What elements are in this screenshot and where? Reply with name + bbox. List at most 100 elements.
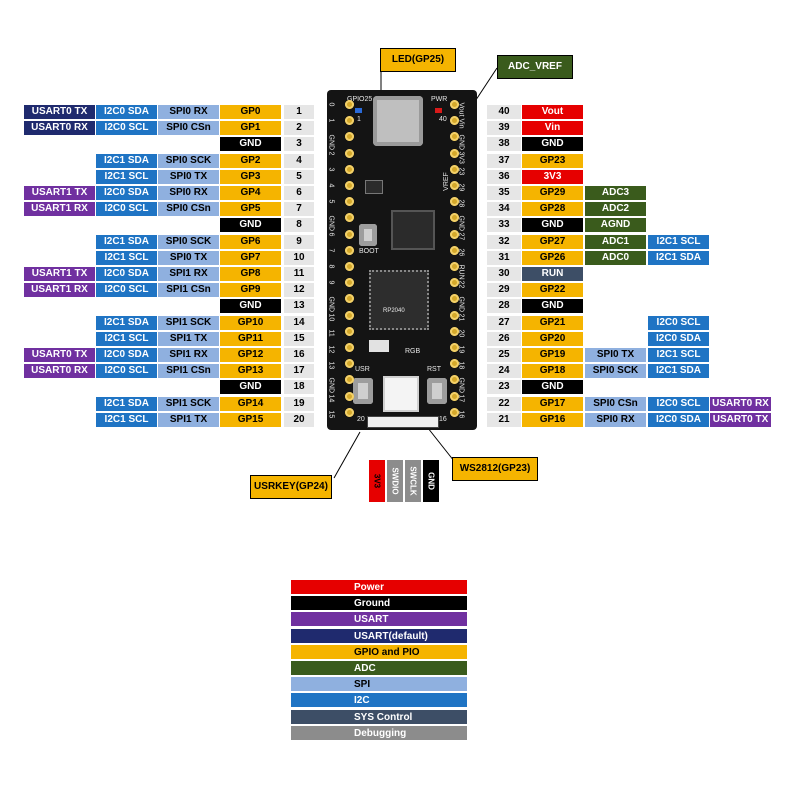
i2c-label: I2C1 SCL: [96, 250, 158, 265]
right-pin-silk: 3V3: [457, 151, 465, 164]
pin-number: 28: [487, 299, 521, 314]
spi-label: SPI1 TX: [158, 331, 220, 346]
pin-main-label: Vout: [522, 105, 584, 119]
left-pin-pad: [345, 100, 354, 109]
pin-number: 34: [487, 202, 521, 217]
pin-main-label: GP17: [522, 396, 584, 411]
right-pin-silk: GND: [457, 296, 465, 313]
pin-number: 31: [487, 250, 521, 265]
pin-main-label: RUN: [522, 267, 584, 281]
i2c-label: I2C0 SCL: [96, 283, 158, 298]
gpio-label: GP3: [220, 169, 282, 184]
right-pin-silk: GND: [457, 377, 465, 394]
rgb-silk: RGB: [405, 348, 421, 355]
pin-main-label: GND: [522, 299, 584, 314]
pin-main-label: GND: [522, 380, 584, 395]
gnd-pin-label: GND: [220, 299, 282, 314]
pin-alt-label: ADC3: [585, 186, 647, 200]
right-pin-pad: [450, 375, 459, 385]
led-gp25: [355, 108, 362, 113]
pin-number: 25: [487, 348, 521, 362]
gnd-pin-label: GND: [220, 218, 282, 233]
pin-number: 5: [284, 169, 314, 184]
gpio-label: GP14: [220, 396, 282, 411]
gnd-pin-label: GND: [220, 137, 282, 152]
legend-label: SPI: [354, 679, 371, 691]
right-pin-pad: [450, 310, 459, 320]
left-pin-pad: [345, 310, 354, 320]
pin-number: 3: [284, 137, 314, 152]
gpio-label: GP2: [220, 153, 282, 168]
rst-button[interactable]: [427, 378, 447, 404]
spi-label: SPI1 RX: [158, 267, 220, 281]
debug-header-pads: [367, 416, 439, 428]
debug-header-pin-label: GND: [426, 472, 436, 490]
right-pin-silk: Vin: [457, 118, 465, 129]
right-pin-pad: [450, 164, 459, 174]
usb-c-connector: [373, 96, 423, 146]
pin-number: 2: [284, 121, 314, 136]
pin-number: 29: [487, 283, 521, 298]
spi-label: SPI0 TX: [158, 169, 220, 184]
left-pin-pad: [345, 132, 354, 142]
spi-label: SPI0 CSn: [158, 202, 220, 217]
left-pin-silk: 3: [327, 167, 335, 172]
i2c-label: I2C0 SCL: [96, 121, 158, 136]
pin-main-label: Vin: [522, 121, 584, 136]
pin-alt-label: I2C0 SDA: [648, 412, 710, 427]
spi-label: SPI0 CSn: [158, 121, 220, 136]
gpio-label: GP13: [220, 364, 282, 379]
pin-main-label: GP28: [522, 202, 584, 217]
legend-item: SPI: [291, 677, 467, 693]
pin-number: 32: [487, 234, 521, 249]
ws2812-led: [383, 376, 419, 412]
right-pin-pad: [450, 359, 459, 369]
silk-number: 16: [439, 416, 447, 423]
i2c-label: I2C1 SDA: [96, 234, 158, 249]
pin-number: 40: [487, 105, 521, 119]
usr-button[interactable]: [353, 378, 373, 404]
right-pin-silk: 28: [457, 199, 465, 208]
pin-number: 9: [284, 234, 314, 249]
pin-alt-label: SPI0 SCK: [585, 364, 647, 379]
rp2040-chip-label: RP2040: [383, 308, 405, 314]
pin-main-label: GND: [522, 137, 584, 152]
i2c-label: I2C1 SDA: [96, 153, 158, 168]
regulator: [365, 180, 383, 194]
right-pin-pad: [450, 326, 459, 336]
spi-label: SPI1 RX: [158, 348, 220, 362]
right-pin-pad: [450, 148, 459, 158]
pin-number: 8: [284, 218, 314, 233]
pin-main-label: 3V3: [522, 169, 584, 184]
legend-label: USART: [354, 614, 389, 626]
boot-button[interactable]: [359, 224, 377, 246]
right-pin-silk: 16: [457, 410, 465, 419]
i2c-label: I2C0 SDA: [96, 186, 158, 200]
gpio-label: GP7: [220, 250, 282, 265]
gnd-pin-label: GND: [220, 380, 282, 395]
legend-label: Power: [354, 582, 385, 593]
usr-silk: USR: [355, 366, 370, 373]
pin-alt-label: AGND: [585, 218, 647, 233]
pin-main-label: GP21: [522, 315, 584, 330]
right-pin-silk: 19: [457, 345, 465, 354]
pin-number: 12: [284, 283, 314, 298]
rp2040-chip: [369, 270, 429, 330]
pin-main-label: GP27: [522, 234, 584, 249]
legend-label: ADC: [354, 663, 376, 674]
debug-header-pin-label: SWCLK: [408, 466, 418, 496]
gpio-label: GP12: [220, 348, 282, 362]
right-pin-pad: [450, 407, 459, 417]
silk-number: 20: [357, 416, 365, 423]
right-pin-pad: [450, 197, 459, 207]
pin-main-label: GP29: [522, 186, 584, 200]
usart-label: USART0 RX: [24, 121, 96, 136]
silk-number: 40: [439, 116, 447, 123]
right-pin-pad: [450, 343, 459, 352]
usart-label: USART0 TX: [24, 105, 96, 119]
pin-number: 19: [284, 396, 314, 411]
spi-label: SPI1 SCK: [158, 315, 220, 330]
pin-number: 4: [284, 153, 314, 168]
pin-main-label: GP20: [522, 331, 584, 346]
